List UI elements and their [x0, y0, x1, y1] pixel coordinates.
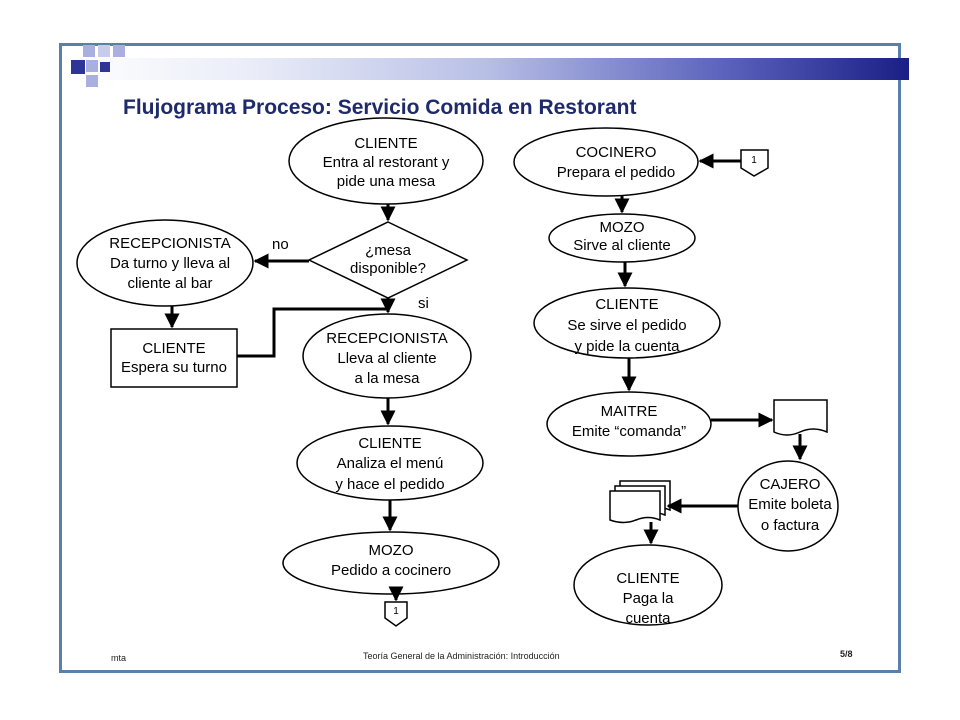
node-recep-lleva-line2: Lleva al cliente — [337, 350, 436, 367]
node-cliente-paga-shape — [573, 544, 723, 626]
node-mozo-sirve-line2: Sirve al cliente — [573, 237, 671, 254]
deco-square — [100, 62, 110, 72]
node-cajero-line3: o factura — [761, 517, 820, 534]
node-maitre-line1: MAITRE — [601, 403, 658, 420]
node-maitre-shape — [546, 391, 712, 457]
label-no: no — [272, 236, 289, 253]
node-cajero-line1: CAJERO — [760, 476, 821, 493]
node-cliente-espera-line1: CLIENTE — [142, 340, 205, 357]
node-cocinero-shape — [513, 127, 699, 197]
node-recep-lleva-line3: a la mesa — [354, 370, 420, 387]
deco-square — [98, 45, 110, 57]
node-cliente-analiza-line3: y hace el pedido — [335, 476, 444, 493]
node-cliente-sirve-line2: Se sirve el pedido — [567, 317, 686, 334]
slide-title: Flujograma Proceso: Servicio Comida en R… — [123, 96, 637, 119]
node-recep-turno-shape — [76, 219, 254, 307]
node-maitre-line2: Emite “comanda” — [572, 423, 686, 440]
node-cliente-analiza-line2: Analiza el menú — [337, 455, 444, 472]
node-cliente-espera-shape — [110, 328, 238, 388]
node-cajero-line2: Emite boleta — [748, 496, 832, 513]
header-gradient-bar — [63, 58, 909, 80]
node-cliente-paga-line1: CLIENTE — [616, 570, 679, 587]
node-cliente-entra-line3: pide una mesa — [337, 173, 436, 190]
footer-page-number: 5/8 — [840, 649, 853, 659]
node-mozo-pedido-line2: Pedido a cocinero — [331, 562, 451, 579]
connector-in-label: 1 — [751, 155, 757, 166]
node-cliente-sirve-line1: CLIENTE — [595, 296, 658, 313]
node-mozo-sirve-shape — [548, 213, 696, 263]
footer-center: Teoría General de la Administración: Int… — [363, 651, 560, 661]
node-recep-lleva-line1: RECEPCIONISTA — [326, 330, 447, 347]
node-recep-turno-line2: Da turno y lleva al — [110, 255, 230, 272]
node-cliente-analiza-line1: CLIENTE — [358, 435, 421, 452]
deco-square — [83, 45, 95, 57]
node-mozo-sirve-line1: MOZO — [600, 219, 645, 236]
node-recep-turno-line3: cliente al bar — [127, 275, 212, 292]
deco-square — [113, 45, 125, 57]
label-si: si — [418, 295, 429, 312]
node-cocinero-line2: Prepara el pedido — [557, 164, 675, 181]
node-cocinero-line1: COCINERO — [576, 144, 657, 161]
node-cliente-sirve-line3: y pide la cuenta — [574, 338, 680, 355]
connector-out-label: 1 — [393, 606, 399, 617]
node-cliente-espera-line2: Espera su turno — [121, 359, 227, 376]
node-cliente-entra-line2: Entra al restorant y — [323, 154, 450, 171]
deco-square — [86, 60, 98, 72]
decision-mesa-line1: ¿mesa — [365, 242, 412, 259]
node-mozo-pedido-line1: MOZO — [369, 542, 414, 559]
multi-document-icon — [609, 480, 671, 524]
decision-mesa-line2: disponible? — [350, 260, 426, 277]
document-comanda-icon — [773, 399, 828, 436]
node-cliente-entra-line1: CLIENTE — [354, 135, 417, 152]
arrow-espera-to-lleva — [237, 307, 388, 358]
node-recep-turno-line1: RECEPCIONISTA — [109, 235, 230, 252]
footer-left: mta — [111, 653, 127, 663]
node-cliente-paga-line2: Paga la — [623, 590, 675, 607]
node-cliente-paga-line3: cuenta — [625, 610, 671, 627]
connector-in-shape — [740, 149, 769, 177]
deco-square — [71, 60, 85, 74]
node-cliente-entra-shape — [288, 117, 484, 205]
connector-out-shape — [384, 601, 408, 627]
node-cliente-sirve-shape — [533, 287, 721, 359]
deco-square — [86, 75, 98, 87]
